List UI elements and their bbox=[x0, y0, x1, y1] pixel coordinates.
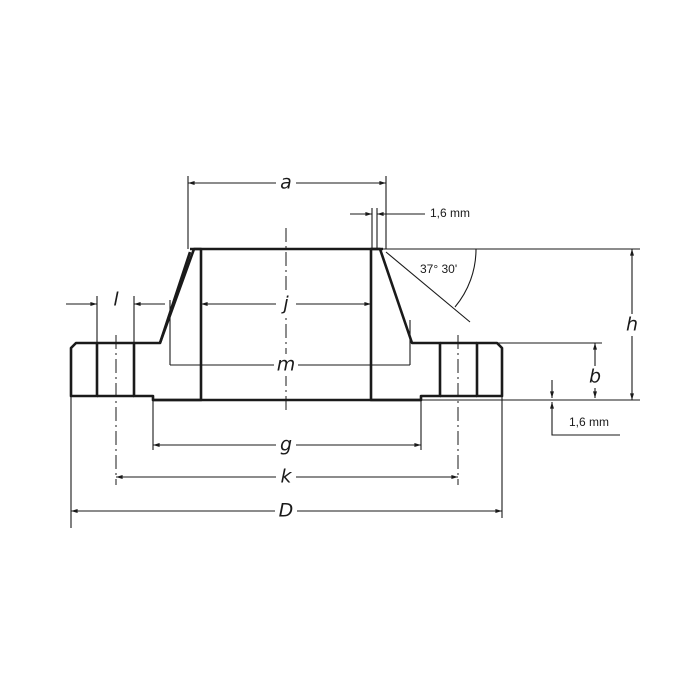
label-g: g bbox=[280, 434, 292, 456]
note-raised-face: 1,6 mm bbox=[569, 415, 609, 429]
right-flange-rim-section bbox=[475, 341, 504, 398]
extension-lines bbox=[70, 176, 640, 528]
left-flange-rim-section bbox=[69, 341, 99, 398]
label-m: m bbox=[277, 354, 296, 376]
label-l: l bbox=[113, 289, 119, 311]
label-a: a bbox=[280, 172, 292, 194]
note-bevel-angle: 37° 30' bbox=[420, 262, 457, 276]
dimension-lines bbox=[66, 181, 634, 513]
label-D: D bbox=[279, 500, 294, 522]
dimension-labels: a j l m g k D h b 1,6 mm 37° 30' 1,6 mm bbox=[113, 172, 642, 522]
label-h: h bbox=[626, 314, 638, 336]
note-top-gap: 1,6 mm bbox=[430, 206, 470, 220]
flange-outline bbox=[97, 247, 477, 402]
centerlines bbox=[115, 228, 459, 485]
label-k: k bbox=[280, 466, 292, 488]
label-b: b bbox=[589, 366, 601, 388]
left-hub-section bbox=[132, 247, 203, 402]
label-j: j bbox=[280, 293, 289, 315]
